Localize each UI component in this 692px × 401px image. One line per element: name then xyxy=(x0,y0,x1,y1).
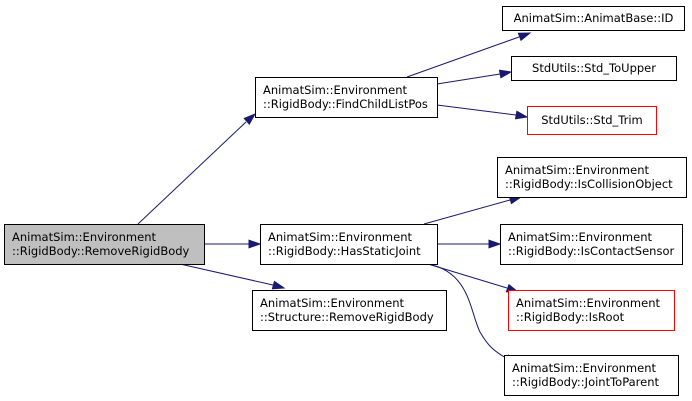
edge-remove_rigid_body_root-to-structure_remove_rigid_body xyxy=(179,263,286,290)
node-label-line: AnimatSim::Environment xyxy=(268,230,412,244)
node-label-line: ::RigidBody::IsRoot xyxy=(516,310,625,324)
edge-find_child_list_pos-to-animat_base_id xyxy=(406,32,532,78)
node-structure-remove-rigid-body[interactable]: AnimatSim::Environment::Structure::Remov… xyxy=(252,290,447,331)
node-is-contact-sensor[interactable]: AnimatSim::Environment::RigidBody::IsCon… xyxy=(500,224,683,265)
node-label-line: ::RigidBody::IsContactSensor xyxy=(508,244,674,258)
edge-remove_rigid_body_root-to-has_static_joint xyxy=(204,239,262,249)
node-std-trim[interactable]: StdUtils::Std_Trim xyxy=(527,106,657,135)
node-label-line: AnimatSim::Environment xyxy=(512,361,656,375)
arrowhead-icon xyxy=(514,110,529,120)
node-label-line: StdUtils::Std_ToUpper xyxy=(532,61,656,75)
node-box xyxy=(500,224,683,265)
edge-has_static_joint-to-is_collision_object xyxy=(423,195,523,225)
node-joint-to-parent[interactable]: AnimatSim::Environment::RigidBody::Joint… xyxy=(504,355,679,396)
node-is-collision-object[interactable]: AnimatSim::Environment::RigidBody::IsCol… xyxy=(497,157,687,198)
node-label-line: AnimatSim::Environment xyxy=(516,296,660,310)
arrowhead-icon xyxy=(498,69,513,79)
node-label-line: ::Structure::RemoveRigidBody xyxy=(260,310,434,324)
node-label-line: AnimatSim::Environment xyxy=(263,83,407,97)
edge-line xyxy=(179,263,274,286)
node-box xyxy=(497,157,687,198)
node-label-line: ::RigidBody::HasStaticJoint xyxy=(268,244,421,258)
edge-line xyxy=(427,263,507,359)
node-label-line: ::RigidBody::JointToParent xyxy=(512,375,660,389)
arrowhead-icon xyxy=(271,280,286,290)
node-box xyxy=(511,56,677,81)
node-label-line: ::RigidBody::IsCollisionObject xyxy=(505,177,673,191)
node-box xyxy=(502,6,685,31)
node-box xyxy=(504,355,679,396)
edge-find_child_list_pos-to-std_trim xyxy=(436,104,529,120)
edge-remove_rigid_body_root-to-find_child_list_pos xyxy=(137,112,257,225)
node-has-static-joint[interactable]: AnimatSim::Environment::RigidBody::HasSt… xyxy=(260,224,438,265)
edge-line xyxy=(423,199,511,225)
node-animat-base-id[interactable]: AnimatSim::AnimatBase::ID xyxy=(502,6,685,31)
edge-line xyxy=(406,36,520,78)
edge-line xyxy=(436,73,501,85)
arrowhead-icon xyxy=(517,32,532,42)
edge-find_child_list_pos-to-std_to_upper xyxy=(436,69,513,85)
edge-line xyxy=(436,104,517,116)
node-box xyxy=(252,290,447,331)
nodes-layer: AnimatSim::Environment::RigidBody::Remov… xyxy=(4,6,687,396)
node-label-line: AnimatSim::Environment xyxy=(12,230,156,244)
node-box xyxy=(255,77,438,118)
node-remove-rigid-body-root[interactable]: AnimatSim::Environment::RigidBody::Remov… xyxy=(4,224,205,265)
node-label-line: AnimatSim::AnimatBase::ID xyxy=(514,11,674,25)
node-label-line: StdUtils::Std_Trim xyxy=(541,113,642,127)
arrowhead-icon xyxy=(248,239,262,249)
node-find-child-list-pos[interactable]: AnimatSim::Environment::RigidBody::FindC… xyxy=(255,77,438,118)
node-box xyxy=(527,106,657,135)
edge-has_static_joint-to-is_contact_sensor xyxy=(437,239,502,249)
node-label-line: ::RigidBody::RemoveRigidBody xyxy=(12,244,190,258)
node-label-line: ::RigidBody::FindChildListPos xyxy=(263,97,428,111)
edge-line xyxy=(137,121,247,225)
node-label-line: AnimatSim::Environment xyxy=(260,296,404,310)
node-box xyxy=(260,224,438,265)
node-label-line: AnimatSim::Environment xyxy=(508,230,652,244)
arrowhead-icon xyxy=(488,239,502,249)
node-is-root[interactable]: AnimatSim::Environment::RigidBody::IsRoo… xyxy=(508,290,675,331)
edges-layer xyxy=(137,32,532,365)
node-label-line: AnimatSim::Environment xyxy=(505,163,649,177)
node-box xyxy=(4,224,205,265)
node-std-to-upper[interactable]: StdUtils::Std_ToUpper xyxy=(511,56,677,81)
node-box xyxy=(508,290,675,331)
arrowhead-icon xyxy=(243,112,257,126)
